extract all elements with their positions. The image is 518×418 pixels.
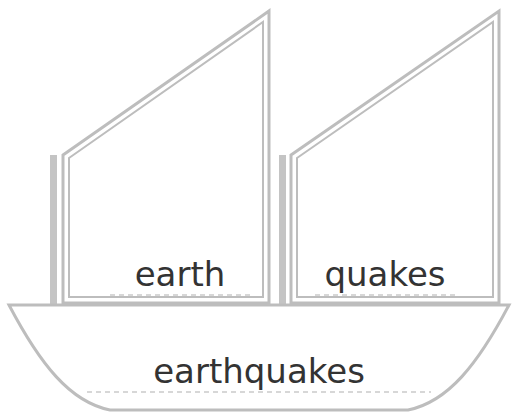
writing-line [110, 294, 250, 295]
word-label: earth [135, 257, 226, 291]
sail-inner-outline [297, 22, 493, 297]
writing-line [315, 294, 455, 295]
word-label: earthquakes [153, 354, 365, 388]
word-label: quakes [324, 257, 445, 291]
mast [50, 155, 57, 307]
mast [279, 155, 286, 307]
boat-sail: quakes [288, 8, 502, 306]
boat-hull: earthquakes [8, 302, 510, 414]
writing-line [87, 391, 431, 392]
sail-inner-outline [69, 22, 263, 297]
hull-outline [9, 305, 509, 410]
sail-outline [291, 11, 499, 303]
sail-outline [63, 11, 269, 303]
boat-sail: earth [60, 8, 272, 306]
